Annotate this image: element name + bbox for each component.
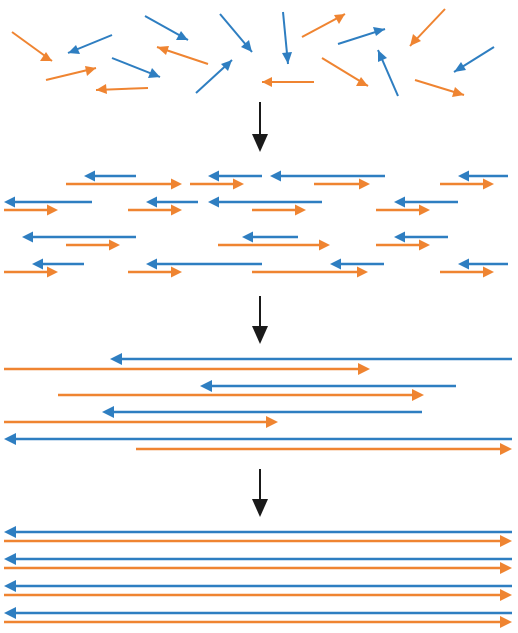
arrow-blue xyxy=(377,49,399,97)
arrow-blue xyxy=(4,196,92,208)
transition-arrow-1 xyxy=(252,102,268,152)
stage-full-length-bundle xyxy=(4,526,512,628)
arrow-orange xyxy=(301,13,346,38)
arrow-blue xyxy=(102,406,422,418)
arrow-orange xyxy=(409,8,446,47)
arrow-blue xyxy=(242,231,298,243)
arrow-blue xyxy=(67,34,113,54)
arrow-blue xyxy=(32,258,84,270)
arrow-orange xyxy=(4,416,278,428)
arrow-orange xyxy=(66,178,182,190)
arrow-blue xyxy=(22,231,136,243)
arrow-blue xyxy=(270,170,385,182)
arrow-orange xyxy=(58,389,424,401)
arrow-blue xyxy=(4,553,512,565)
arrow-blue xyxy=(4,526,512,538)
arrow-blue xyxy=(394,196,458,208)
arrow-blue xyxy=(208,170,262,182)
arrow-orange xyxy=(4,616,512,628)
arrow-blue xyxy=(146,258,262,270)
arrow-orange xyxy=(440,178,494,190)
arrow-orange xyxy=(252,204,306,216)
arrow-blue xyxy=(144,15,189,41)
arrow-orange xyxy=(4,562,512,574)
arrow-orange xyxy=(252,266,368,278)
arrow-orange xyxy=(376,239,430,251)
arrow-orange xyxy=(4,204,58,216)
arrow-blue xyxy=(282,11,292,65)
arrow-blue xyxy=(458,258,508,270)
arrow-blue xyxy=(4,580,512,592)
arrow-orange xyxy=(262,77,314,87)
arrow-orange xyxy=(314,178,370,190)
arrow-blue xyxy=(458,170,508,182)
arrow-orange xyxy=(321,57,369,87)
arrow-blue xyxy=(200,380,456,392)
arrow-orange xyxy=(11,31,53,62)
arrow-orange xyxy=(66,239,120,251)
stage-aligned-short-filaments xyxy=(4,170,508,278)
arrow-orange xyxy=(95,84,149,94)
arrow-orange xyxy=(414,79,465,97)
arrow-orange xyxy=(128,204,182,216)
arrow-blue xyxy=(394,231,448,243)
arrow-orange xyxy=(4,535,512,547)
stage-elongated-filaments xyxy=(4,353,512,455)
arrow-blue xyxy=(453,46,495,73)
arrow-orange xyxy=(128,266,182,278)
arrow-orange xyxy=(4,363,370,375)
arrow-orange xyxy=(190,178,244,190)
arrow-blue xyxy=(146,196,198,208)
arrow-blue xyxy=(4,607,512,619)
arrow-blue xyxy=(219,13,253,53)
transition-arrow-3 xyxy=(252,469,268,517)
arrow-blue xyxy=(195,59,233,94)
arrow-blue xyxy=(4,433,512,445)
arrow-blue xyxy=(111,57,161,78)
arrow-blue xyxy=(110,353,512,365)
transition-arrow-2 xyxy=(252,296,268,344)
stage-random-orientation xyxy=(11,8,495,97)
arrow-blue xyxy=(330,258,384,270)
arrow-orange xyxy=(4,266,58,278)
arrow-blue xyxy=(337,27,386,45)
arrow-orange xyxy=(440,266,494,278)
arrow-orange xyxy=(136,443,512,455)
arrow-orange xyxy=(218,239,330,251)
arrow-orange xyxy=(376,204,430,216)
arrow-orange xyxy=(156,46,209,65)
arrow-blue xyxy=(208,196,322,208)
arrow-blue xyxy=(84,170,136,182)
arrow-orange xyxy=(4,589,512,601)
arrow-orange xyxy=(45,66,97,81)
